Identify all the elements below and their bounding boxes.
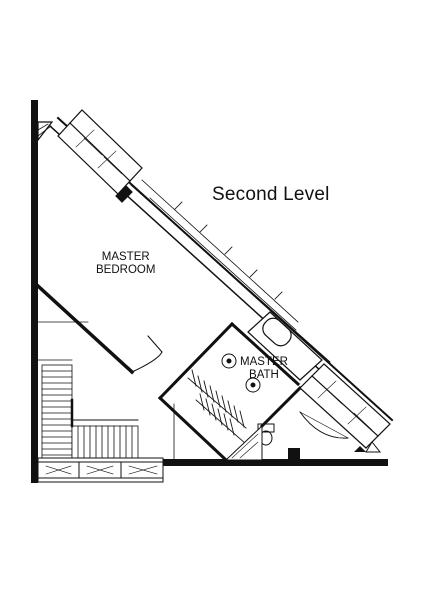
room-label-master-bedroom: MASTER BEDROOM — [96, 251, 155, 277]
room-label-line: MASTER — [240, 356, 288, 368]
west-wall — [31, 100, 38, 483]
bath-door-swing — [299, 411, 349, 439]
bedroom-partition-wall — [35, 283, 135, 375]
window-bottom — [37, 457, 164, 483]
room-label-line: BATH — [249, 369, 279, 381]
bath-closet-walls — [157, 321, 303, 463]
lower-corner-room — [224, 424, 263, 461]
south-wall — [163, 459, 388, 466]
plan-title: Second Level — [212, 184, 330, 205]
room-label-line: BEDROOM — [96, 264, 156, 276]
room-label-master-bath: MASTER BATH — [240, 356, 288, 382]
room-label-line: MASTER — [101, 251, 150, 263]
sinks — [221, 353, 261, 393]
window-upper — [57, 109, 143, 203]
bathtub — [247, 311, 323, 381]
corner-bottom-right — [365, 441, 382, 453]
closet-hangers — [187, 369, 247, 445]
window-right — [299, 363, 391, 449]
stair — [41, 364, 139, 462]
bedroom-door-swing — [131, 351, 163, 373]
